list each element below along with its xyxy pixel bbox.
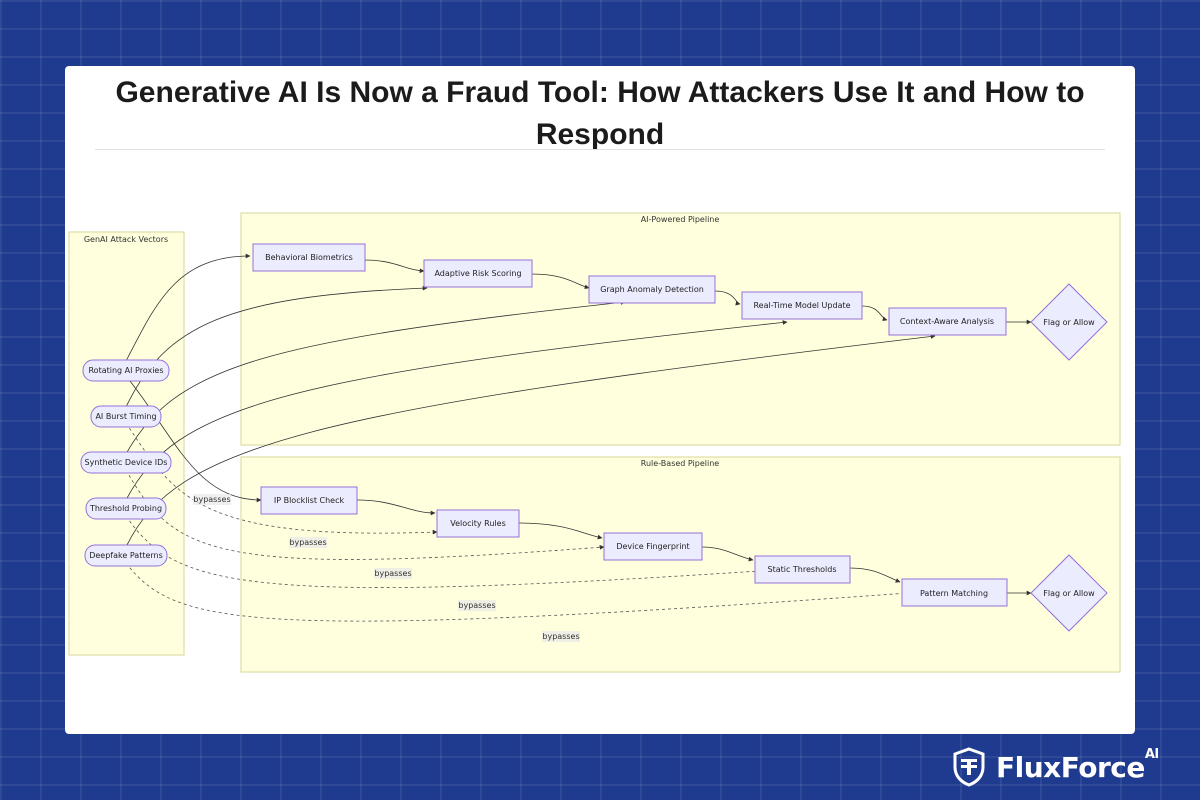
article-card: Generative AI Is Now a Fraud Tool: How A… xyxy=(65,66,1135,734)
node-device-fingerprint-label: Device Fingerprint xyxy=(616,542,689,551)
node-realtime-update-label: Real-Time Model Update xyxy=(753,301,850,310)
title-divider xyxy=(95,149,1105,150)
node-pattern-matching-label: Pattern Matching xyxy=(920,589,988,598)
page-title: Generative AI Is Now a Fraud Tool: How A… xyxy=(115,76,1085,151)
bypass-label-bg-5 xyxy=(542,631,580,642)
node-threshold-probing[interactable] xyxy=(85,497,167,520)
rule-chain-edges xyxy=(356,499,1032,596)
node-ai-decision[interactable] xyxy=(1030,283,1108,361)
node-velocity-rules[interactable] xyxy=(436,509,520,538)
ai-chain-edges xyxy=(364,259,1032,325)
brand-name-text: FluxForce xyxy=(996,750,1145,784)
node-behavioral-biometrics[interactable] xyxy=(252,243,366,272)
bypass-label-2: bypasses xyxy=(289,538,326,547)
edge-proxies-ipblock xyxy=(125,375,262,503)
edge-velocity-fingerprint xyxy=(518,522,603,540)
bypass-label-bg-3 xyxy=(374,568,412,579)
edge-timing-velocity xyxy=(125,422,438,535)
ai-nodes: Behavioral Biometrics Adaptive Risk Scor… xyxy=(252,243,1108,361)
node-device-fingerprint[interactable] xyxy=(603,532,703,561)
bypass-label-bg-4 xyxy=(458,600,496,611)
attack-nodes: Rotating AI Proxies AI Burst Timing Synt… xyxy=(80,359,172,567)
bypass-label-3: bypasses xyxy=(374,569,411,578)
node-ip-blocklist[interactable] xyxy=(260,486,358,515)
node-rule-decision[interactable] xyxy=(1030,554,1108,632)
node-static-thresholds[interactable] xyxy=(754,555,851,584)
node-velocity-rules-label: Velocity Rules xyxy=(450,519,506,528)
rule-nodes: IP Blocklist Check Velocity Rules Device… xyxy=(260,486,1108,632)
node-adaptive-risk-label: Adaptive Risk Scoring xyxy=(434,269,521,278)
bypass-label-4: bypasses xyxy=(458,601,495,610)
node-context-aware-label: Context-Aware Analysis xyxy=(900,317,994,326)
edge-thresholds-pattern xyxy=(849,567,901,583)
flowchart-diagram: AI-Powered Pipeline Rule-Based Pipeline … xyxy=(68,212,1121,673)
node-deepfake-patterns[interactable] xyxy=(84,544,168,567)
node-synthetic-device-label: Synthetic Device IDs xyxy=(85,458,168,467)
node-ip-blocklist-label: IP Blocklist Check xyxy=(274,496,345,505)
node-synthetic-device[interactable] xyxy=(80,451,172,474)
bypass-label-bg-1 xyxy=(193,494,231,505)
cluster-attack-vectors xyxy=(68,231,185,656)
edge-risk-graph xyxy=(531,273,590,290)
bypass-label-5: bypasses xyxy=(542,632,579,641)
cluster-rule-pipeline xyxy=(240,456,1121,673)
edge-graph-realtime xyxy=(714,290,741,306)
node-static-thresholds-label: Static Thresholds xyxy=(767,565,836,574)
brand-name: FluxForceAI xyxy=(996,747,1159,784)
node-rotating-proxies-label: Rotating AI Proxies xyxy=(88,366,163,375)
bypass-label-1: bypasses xyxy=(193,495,230,504)
edge-fingerprint-thresholds xyxy=(701,546,754,562)
edge-proxies-biometrics xyxy=(125,253,251,362)
edge-ipblock-velocity xyxy=(356,499,436,516)
node-behavioral-biometrics-label: Behavioral Biometrics xyxy=(265,253,353,262)
node-realtime-update[interactable] xyxy=(741,291,863,320)
edge-realtime-context xyxy=(861,305,888,322)
node-graph-anomaly-label: Graph Anomaly Detection xyxy=(600,285,704,294)
node-rule-decision-label: Flag or Allow xyxy=(1043,589,1095,598)
node-pattern-matching[interactable] xyxy=(901,578,1008,607)
node-threshold-probing-label: Threshold Probing xyxy=(89,504,162,513)
attack-to-rule-edges xyxy=(125,375,262,503)
node-context-aware[interactable] xyxy=(888,307,1007,336)
brand-suffix: AI xyxy=(1144,747,1159,763)
bypass-label-bg-2 xyxy=(289,537,327,548)
node-graph-anomaly[interactable] xyxy=(588,275,716,304)
cluster-rule-label: Rule-Based Pipeline xyxy=(641,459,720,468)
node-adaptive-risk[interactable] xyxy=(423,259,533,288)
edge-biometrics-risk xyxy=(364,259,425,274)
cluster-attack-label: GenAI Attack Vectors xyxy=(84,235,168,244)
cluster-ai-label: AI-Powered Pipeline xyxy=(641,215,720,224)
node-deepfake-patterns-label: Deepfake Patterns xyxy=(89,551,163,560)
node-burst-timing-label: AI Burst Timing xyxy=(95,412,156,421)
node-ai-decision-label: Flag or Allow xyxy=(1043,318,1095,327)
node-burst-timing[interactable] xyxy=(90,405,162,428)
node-rotating-proxies[interactable] xyxy=(82,359,170,382)
brand-logo[interactable]: FluxForceAI xyxy=(952,742,1159,792)
edge-labels: bypasses bypasses bypasses bypasses bypa… xyxy=(193,494,580,642)
shield-logo-icon xyxy=(953,747,985,787)
